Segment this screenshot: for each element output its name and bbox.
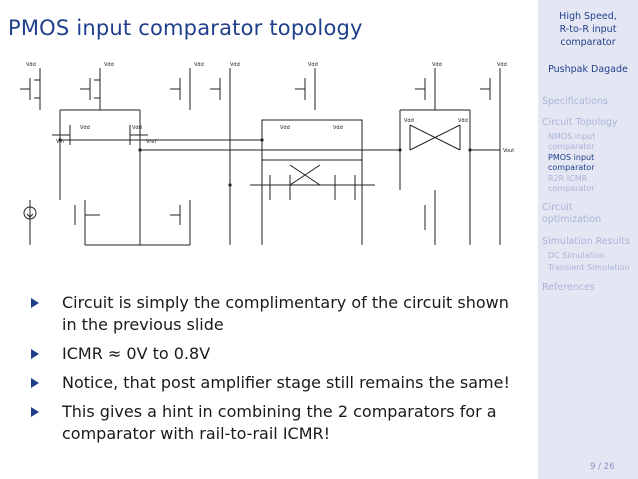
bullet-item: This gives a hint in combining the 2 com…: [28, 401, 528, 445]
current-source-icon: [23, 206, 37, 220]
sidebar-section-circuit-topology[interactable]: Circuit Topology: [542, 117, 618, 128]
bullet-line1: Circuit is simply the complimentary of t…: [62, 293, 509, 312]
pmos-out-7: [480, 68, 501, 110]
slide-title: PMOS input comparator topology: [8, 16, 363, 40]
vdd-label-7: Vdd: [497, 62, 507, 68]
sidebar-section-text: Circuit: [542, 202, 573, 213]
bullet-item: Circuit is simply the complimentary of t…: [28, 292, 528, 336]
bullet-line1: ICMR ≈ 0V to 0.8V: [62, 344, 211, 363]
vdd-label-11: Vdd: [333, 125, 343, 131]
vdd-label-5: Vdd: [308, 62, 318, 68]
sidebar-section-specifications[interactable]: Specifications: [542, 96, 608, 107]
bullet-icon: [31, 407, 39, 417]
pmos-bias-5: [295, 68, 316, 110]
sidebar-author[interactable]: Pushpak Dagade: [548, 64, 628, 75]
slide-main: PMOS input comparator topology: [8, 16, 528, 452]
vdd-label-3: Vdd: [194, 62, 204, 68]
bullet-line1: This gives a hint in combining the 2 com…: [62, 402, 497, 421]
vref-label: Vref: [146, 139, 156, 145]
sidebar-sub-text: R2R ICMR: [548, 174, 588, 183]
sidebar-sub-text: NMOS input: [548, 132, 596, 141]
bullet-line1: Notice, that post amplifier stage still …: [62, 373, 510, 392]
sidebar-section-references[interactable]: References: [542, 282, 595, 293]
sidebar-title-line: comparator: [560, 37, 616, 48]
vout-label: Vout: [503, 148, 514, 154]
pmos-tail-3: [170, 68, 191, 110]
bullet-list: Circuit is simply the complimentary of t…: [28, 292, 528, 452]
sidebar-title-line: High Speed,: [559, 11, 617, 22]
bullet-line2: comparator with rail-to-rail ICMR!: [62, 424, 331, 443]
sidebar-sub-text: comparator: [548, 163, 595, 172]
sidebar-sub-transient-simulation[interactable]: Transient Simulation: [548, 263, 630, 272]
page-number: 9 / 26: [590, 462, 615, 472]
bullet-icon: [31, 378, 39, 388]
sidebar-sub-nmos[interactable]: NMOS input comparator: [548, 132, 595, 152]
sidebar-sub-text: comparator: [548, 142, 595, 151]
vdd-label-6: Vdd: [432, 62, 442, 68]
sidebar-section-circuit-optimization[interactable]: Circuit optimization: [542, 202, 601, 226]
bullet-icon: [31, 349, 39, 359]
sidebar-title-line: R-to-R input: [559, 24, 617, 35]
sidebar-section-text: optimization: [542, 214, 602, 225]
sidebar-sub-pmos-active[interactable]: PMOS input comparator: [548, 153, 595, 173]
sidebar-sub-r2r[interactable]: R2R ICMR comparator: [548, 174, 595, 194]
vdd-label-4: Vdd: [230, 62, 240, 68]
bullet-icon: [31, 298, 39, 308]
circuit-schematic: Vdd Vdd Vdd Vdd Vdd Vdd Vdd Vdd Vdd Vdd …: [20, 62, 514, 246]
vdd-label-8: Vdd: [80, 125, 90, 131]
vdd-label-13: Vdd: [458, 118, 468, 124]
pmos-tail-4: [210, 68, 231, 110]
vdd-label-9: Vdd: [132, 125, 142, 131]
vin-label: Vin: [56, 139, 64, 145]
sidebar-sub-text: comparator: [548, 184, 595, 193]
vdd-label-10: Vdd: [280, 125, 290, 131]
bullet-item: Notice, that post amplifier stage still …: [28, 372, 528, 394]
sidebar-sub-dc-simulation[interactable]: DC Simulation: [548, 251, 605, 260]
vdd-label-2: Vdd: [104, 62, 114, 68]
pmos-load-2: [80, 68, 101, 110]
navigation-sidebar: High Speed, R-to-R input comparator Push…: [538, 0, 638, 479]
pmos-out-6: [415, 68, 436, 110]
bullet-line2: in the previous slide: [62, 315, 224, 334]
sidebar-section-simulation-results[interactable]: Simulation Results: [542, 236, 630, 247]
bullet-item: ICMR ≈ 0V to 0.8V: [28, 343, 528, 365]
sidebar-presentation-title[interactable]: High Speed, R-to-R input comparator: [538, 10, 638, 49]
vdd-label-1: Vdd: [26, 62, 36, 68]
vdd-label-12: Vdd: [404, 118, 414, 124]
sidebar-sub-text: PMOS input: [548, 153, 595, 162]
pmos-load-1: [20, 68, 41, 110]
